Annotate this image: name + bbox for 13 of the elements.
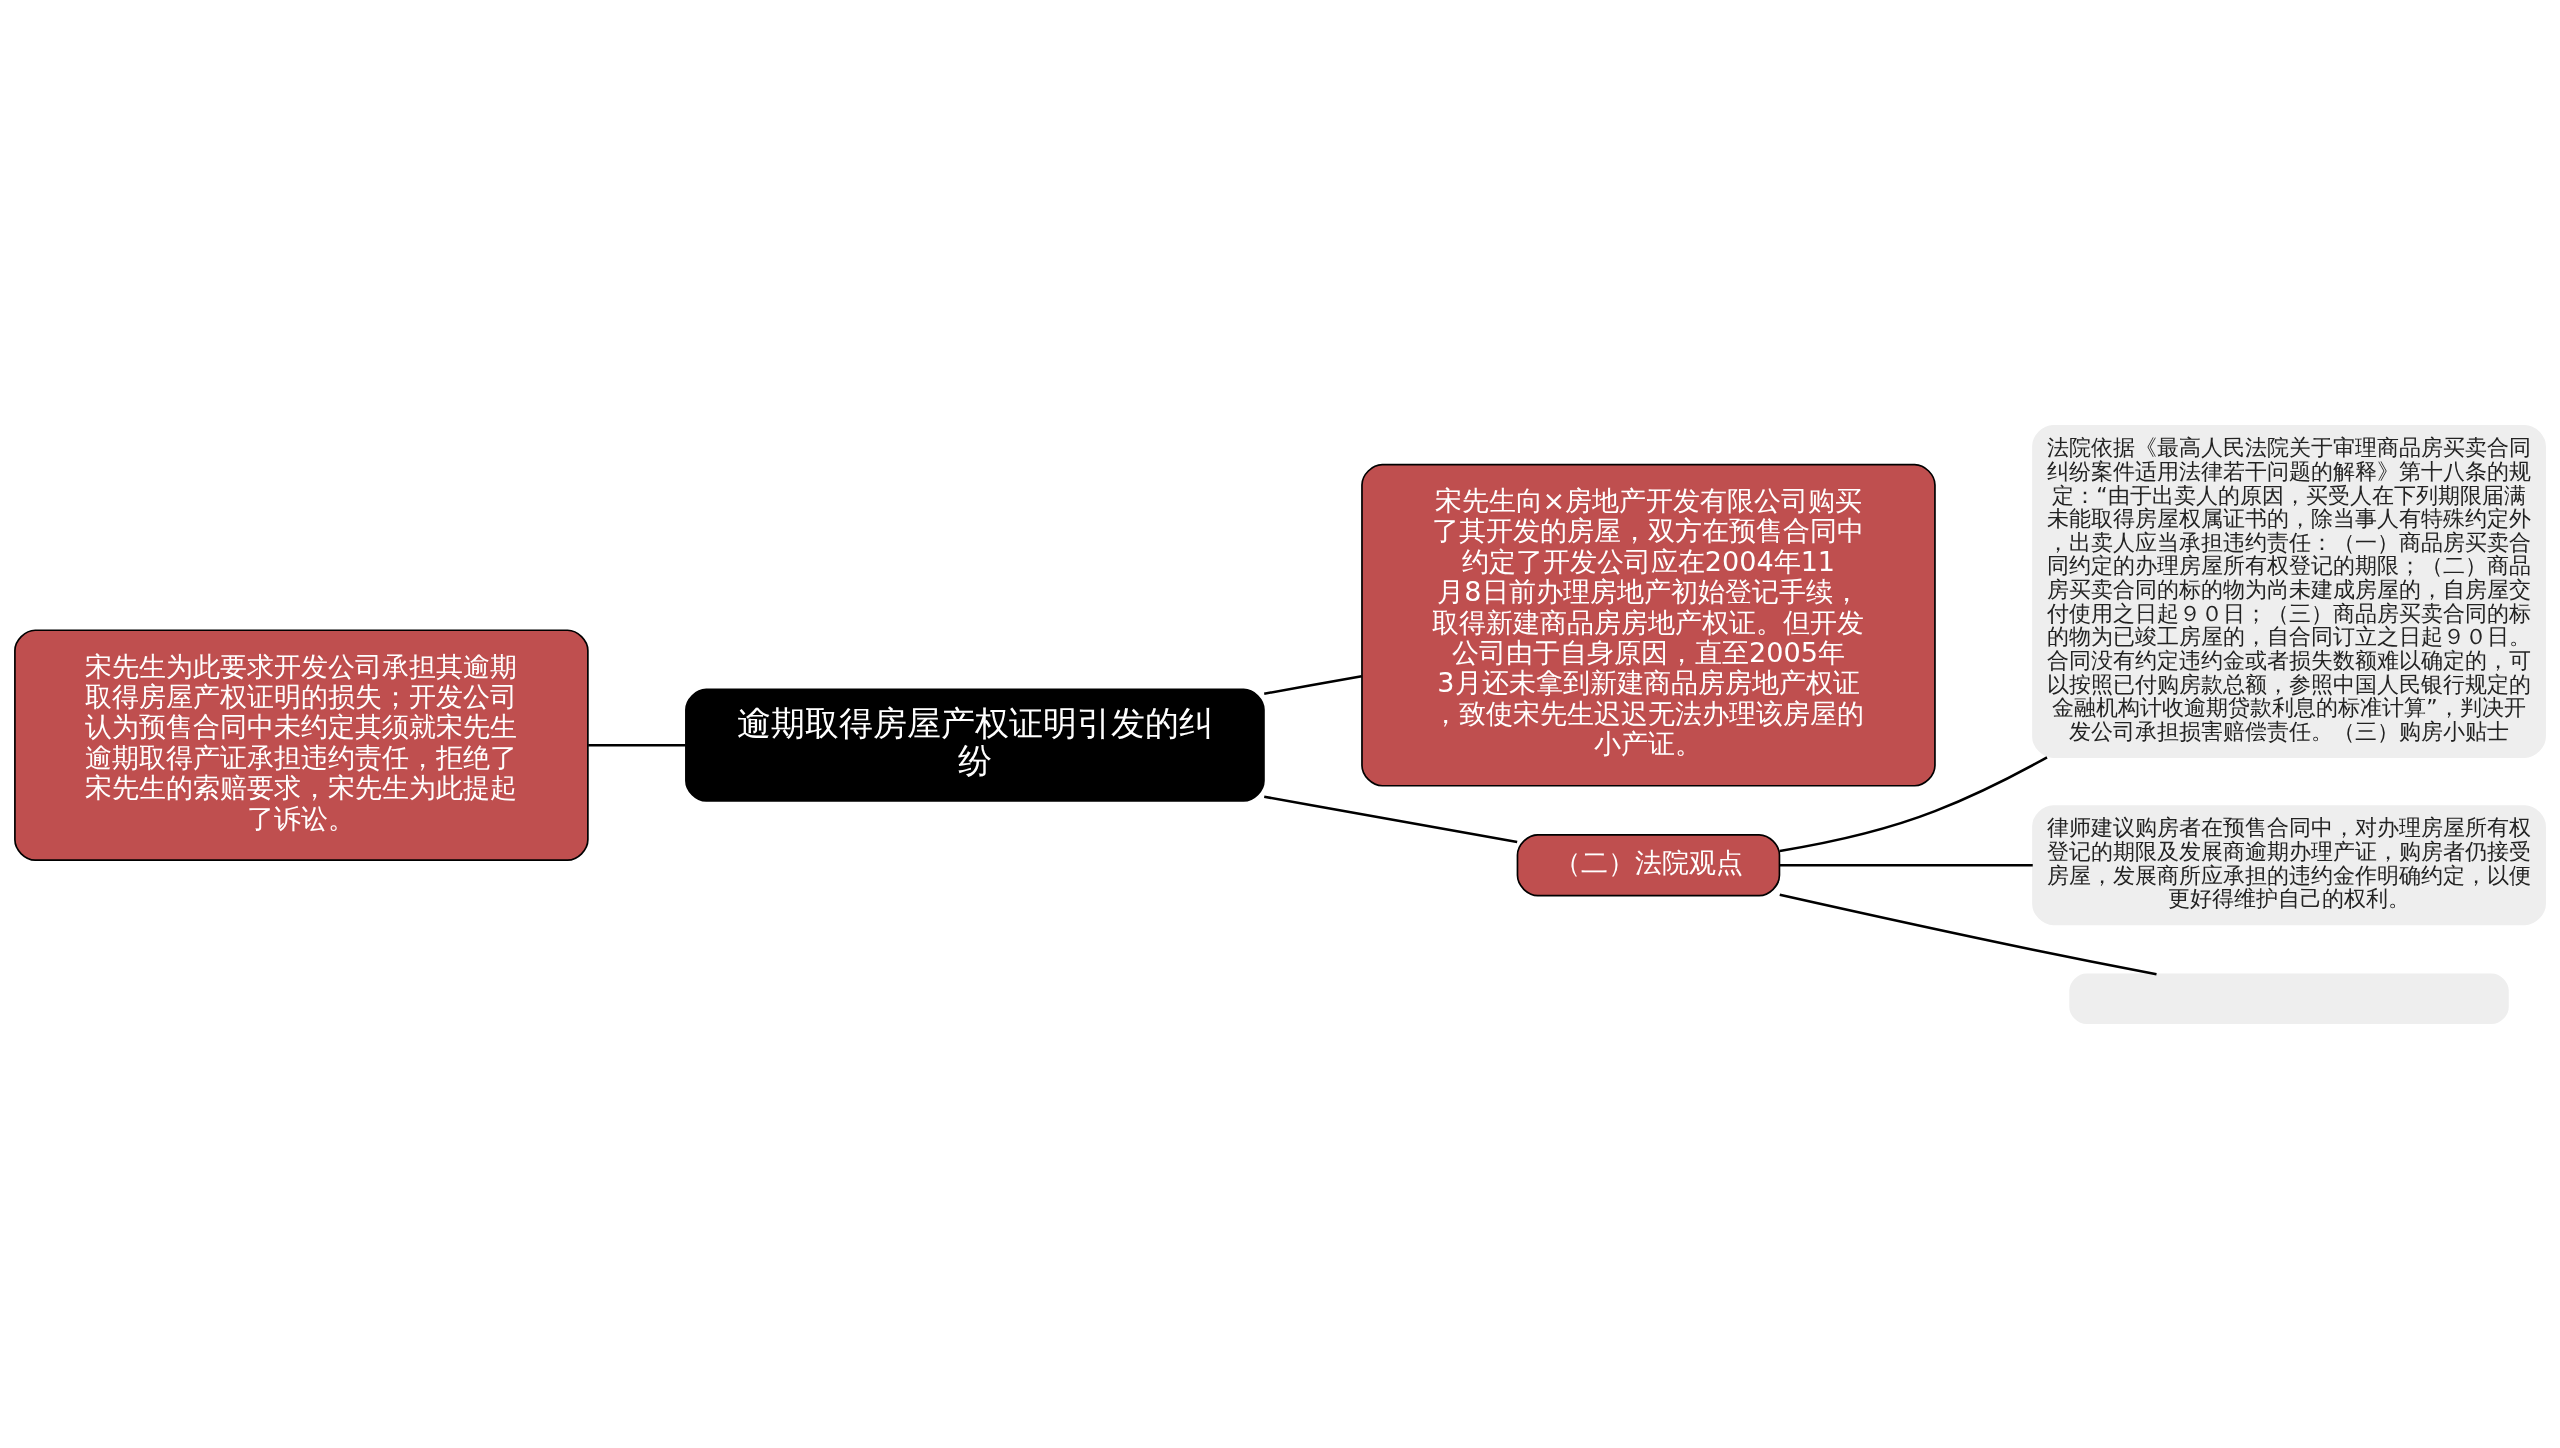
connector — [1779, 863, 2033, 866]
node-box: 律师建议购房者在预售合同中，对办理房屋所有权登记的期限及发展商逾期办理产证，购房者仍接受房屋，发展商所应承担的违约金作明确约定，以便更好得维护自己的权利。 — [2032, 804, 2546, 925]
connector — [588, 743, 686, 746]
connector — [1264, 794, 1518, 843]
node-box: 法院依据《最高人民法院关于审理商品房买卖合同纠纷案件适用法律若干问题的解释》第十八条的规定：“由于出卖人的原因，买受人在下列期限届满未能取得房屋权属证书的，除当事人有特殊约定外，出卖人应当承担违约责任：（一）商品房买卖合同约定的办理房屋所有权登记的期限；（二）商品房买卖合同的标的物为尚未建成房屋的，自房屋交付使用之日起９０日；（三）商品房买卖合同的标的物为已竣工房屋的，自合同订立之日起９０日。合同没有约定违约金或者损失数额难以确定的，可以按照已付购房款总额，参照中国人民银行规定的金融机构计收逾期贷款利息的标准计算”，判决开发公司承担损害赔偿责任。（三）购房小贴士 — [2032, 424, 2546, 758]
node-box: 宋先生为此要求开发公司承担其逾期取得房屋产权证明的损失；开发公司认为预售合同中未约定其须就宋先生逾期取得产证承担违约责任，拒绝了宋先生的索赔要求，宋先生为此提起了诉讼。 — [14, 628, 589, 861]
node-box: （二）法院观点 — [1516, 833, 1781, 896]
node-box: 逾期取得房屋产权证明引发的纠纷 — [685, 688, 1265, 802]
connector — [1779, 755, 2048, 852]
node-box — [2069, 972, 2509, 1024]
node-box: 宋先生向×房地产开发有限公司购买了其开发的房屋，双方在预售合同中约定了开发公司应在2004年11月8日前办理房地产初始登记手续，取得新建商品房房地产权证。但开发公司由于自身原因，直至2005年3月还未拿到新建商品房房地产权证，致使宋先生迟迟无法办理该房屋的小产证。 — [1361, 463, 1936, 787]
connector — [1264, 674, 1362, 695]
connector — [1779, 893, 2157, 975]
